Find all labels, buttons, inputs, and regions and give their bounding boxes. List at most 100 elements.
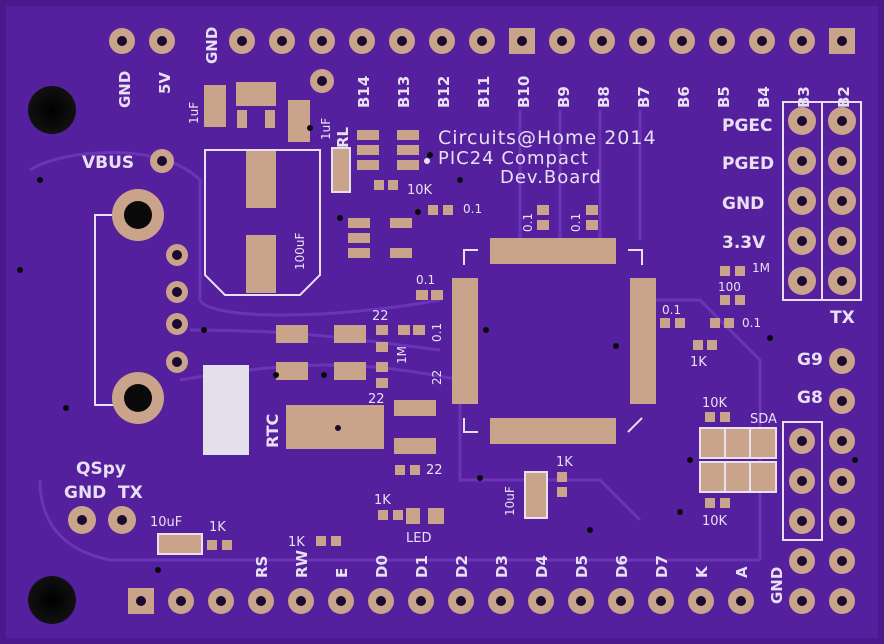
rl-label: RL bbox=[334, 126, 352, 148]
r-10k-sda-bot: 10K bbox=[702, 514, 728, 529]
qspy-label: QSpy bbox=[76, 459, 126, 479]
c-100uf: 100uF bbox=[293, 232, 307, 270]
pad-hole bbox=[77, 515, 87, 525]
pad-hole bbox=[797, 516, 807, 526]
pad-hole bbox=[456, 596, 466, 606]
pad-hole bbox=[117, 36, 127, 46]
bottom-passives bbox=[157, 471, 567, 555]
pad-hole bbox=[616, 596, 626, 606]
pad-hole bbox=[656, 596, 666, 606]
pad-hole bbox=[797, 596, 807, 606]
copper-pour bbox=[6, 6, 878, 638]
top-pin-label-b8: B8 bbox=[595, 86, 613, 108]
top-gnd-label: GND bbox=[203, 27, 221, 64]
mcu-chip bbox=[416, 205, 656, 444]
bottom-header-pads bbox=[128, 588, 754, 614]
c-22-d: 22 bbox=[426, 463, 443, 478]
trace bbox=[189, 328, 441, 352]
pad-hole bbox=[317, 76, 327, 86]
trace bbox=[38, 479, 760, 562]
usb-pins bbox=[166, 244, 188, 373]
top-pin-label-b3: B3 bbox=[795, 86, 813, 108]
bottom-pin-label-d0: D0 bbox=[373, 555, 391, 578]
pad-hole bbox=[736, 596, 746, 606]
pad-hole bbox=[256, 596, 266, 606]
bottom-pin-label-e: E bbox=[333, 568, 351, 578]
pad-hole bbox=[837, 556, 847, 566]
left-gnd-label: GND bbox=[116, 71, 134, 108]
c-22-c: 22 bbox=[368, 392, 385, 407]
pad-hole bbox=[437, 36, 447, 46]
pad-hole bbox=[157, 36, 167, 46]
vias bbox=[17, 125, 858, 573]
r-1k-bot: 1K bbox=[209, 520, 226, 535]
top-pin-label-b5: B5 bbox=[715, 86, 733, 108]
bottom-pin-label-k: K bbox=[693, 565, 711, 578]
bottom-pin-label-d3: D3 bbox=[493, 555, 511, 578]
top-pin-label-b12: B12 bbox=[435, 76, 453, 108]
top-pin-label-b4: B4 bbox=[755, 86, 773, 108]
pad-hole bbox=[837, 396, 847, 406]
top-pin-label-b14: B14 bbox=[355, 76, 373, 108]
sda-label: SDA bbox=[750, 412, 777, 427]
usb-mount-hole bbox=[124, 384, 152, 412]
bottom-pin-label-d1: D1 bbox=[413, 555, 431, 578]
pad-hole bbox=[416, 596, 426, 606]
pad-hole bbox=[717, 36, 727, 46]
r-10k-sda-top: 10K bbox=[702, 396, 728, 411]
pad-hole bbox=[797, 556, 807, 566]
c-0-1-a: 0.1 bbox=[463, 202, 482, 216]
mounting-hole bbox=[28, 576, 76, 624]
pad-hole bbox=[216, 596, 226, 606]
pad-hole bbox=[296, 596, 306, 606]
top-pin-label-b7: B7 bbox=[635, 86, 653, 108]
r-1k-rw: 1K bbox=[288, 535, 305, 550]
rtc-label: RTC bbox=[263, 414, 282, 448]
pad-hole bbox=[117, 515, 127, 525]
pad-hole bbox=[397, 36, 407, 46]
bottom-pin-label-rs: RS bbox=[253, 556, 271, 578]
mounting-hole bbox=[28, 86, 76, 134]
pad-hole bbox=[797, 276, 807, 286]
pad-hole bbox=[336, 596, 346, 606]
pad-hole bbox=[557, 36, 567, 46]
c-10uf-mid: 10uF bbox=[503, 486, 517, 516]
pad-hole bbox=[496, 596, 506, 606]
r-100: 100 bbox=[718, 280, 741, 294]
c-0-1-d: 0.1 bbox=[416, 273, 435, 287]
r-1m-right: 1M bbox=[752, 261, 770, 275]
pad-hole bbox=[277, 36, 287, 46]
top-pin-label-b10: B10 bbox=[515, 76, 533, 108]
pad-hole bbox=[157, 156, 167, 166]
pad-hole bbox=[176, 596, 186, 606]
regulator bbox=[204, 82, 321, 296]
qspy-gnd-label: GND bbox=[64, 483, 106, 503]
r-1k-led: 1K bbox=[374, 493, 391, 508]
pad-hole bbox=[376, 596, 386, 606]
icsp-outline bbox=[782, 101, 862, 301]
pad-hole bbox=[837, 196, 847, 206]
trace bbox=[29, 151, 441, 317]
pad-hole bbox=[237, 36, 247, 46]
top-pin-label-b6: B6 bbox=[675, 86, 693, 108]
qspy-tx-label: TX bbox=[118, 483, 143, 503]
top-pin-label-b13: B13 bbox=[395, 76, 413, 108]
silkscreen: Circuits@Home 2014 PIC24 Compact Dev.Boa… bbox=[64, 27, 855, 604]
pad-hole bbox=[757, 36, 767, 46]
icsp-pged-label: PGED bbox=[722, 154, 774, 174]
vbus-label: VBUS bbox=[82, 153, 134, 173]
bottom-pin-label-d7: D7 bbox=[653, 555, 671, 578]
top-header-pads bbox=[229, 28, 855, 54]
top-pin-label-b11: B11 bbox=[475, 76, 493, 108]
c-0-1-e: 0.1 bbox=[430, 323, 444, 342]
pad-hole bbox=[837, 596, 847, 606]
top-pin-label-b2: B2 bbox=[835, 86, 853, 108]
pad-hole bbox=[797, 116, 807, 126]
c-22-a: 22 bbox=[372, 309, 389, 324]
pad-hole bbox=[696, 596, 706, 606]
bottom-pin-label-a: A bbox=[733, 566, 751, 578]
pad-hole bbox=[797, 36, 807, 46]
pad-hole bbox=[797, 236, 807, 246]
